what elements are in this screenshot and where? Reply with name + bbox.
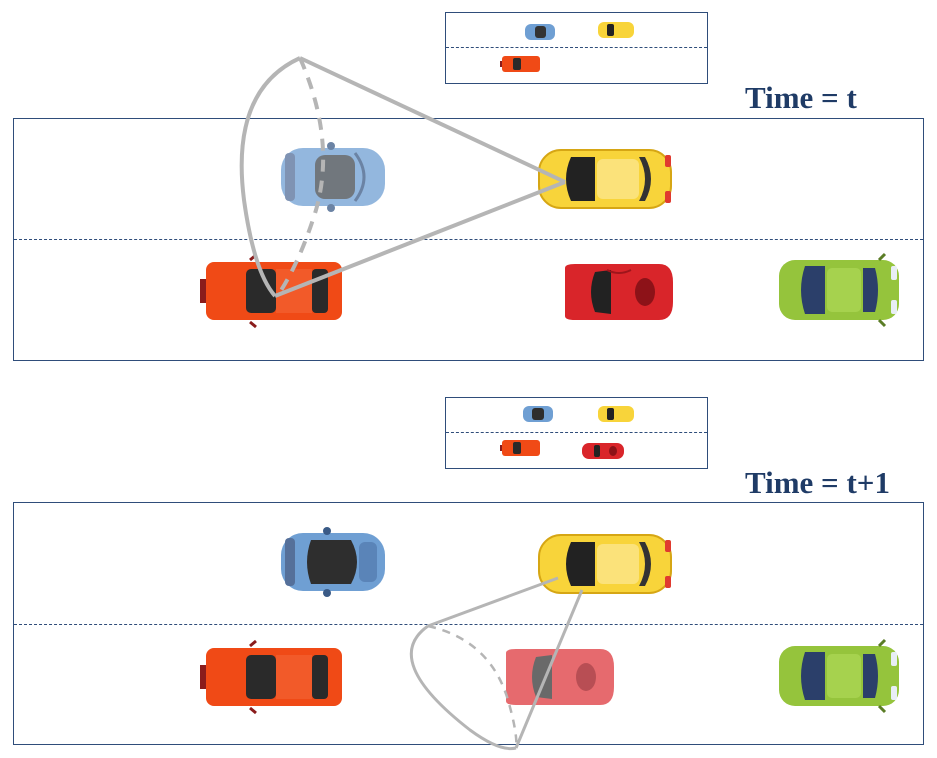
yellow-car [538,534,672,594]
blue-car [281,527,385,597]
yellow-car [598,406,634,422]
orange-car [500,440,540,456]
panel-t1-vehicles [200,527,899,715]
minimap-lane-divider [446,47,707,48]
minimap-t1-vehicles [500,406,634,459]
orange-car [200,639,342,715]
attention-cone-t [239,56,566,298]
blue-car [525,24,555,40]
green-car [779,252,899,328]
minimap-t-vehicles [500,22,634,72]
time-label-t1: Time = t+1 [745,465,890,500]
red-car [582,443,624,459]
minimap-t [445,12,708,84]
orange-car [500,56,540,72]
orange-car [200,253,342,329]
lane-divider [14,239,923,240]
road-t [13,118,924,361]
road-t1 [13,502,924,745]
blue-car [523,406,553,422]
blue-car [281,142,385,212]
red-car [565,264,673,320]
minimap-t1 [445,397,708,469]
attention-cone-t1 [409,576,584,751]
red-car [506,649,614,705]
time-label-t: Time = t [745,80,857,115]
yellow-car [538,149,672,209]
yellow-car [598,22,634,38]
green-car [779,638,899,714]
panel-t-vehicles [200,142,899,329]
lane-divider [14,624,923,625]
minimap-lane-divider [446,432,707,433]
